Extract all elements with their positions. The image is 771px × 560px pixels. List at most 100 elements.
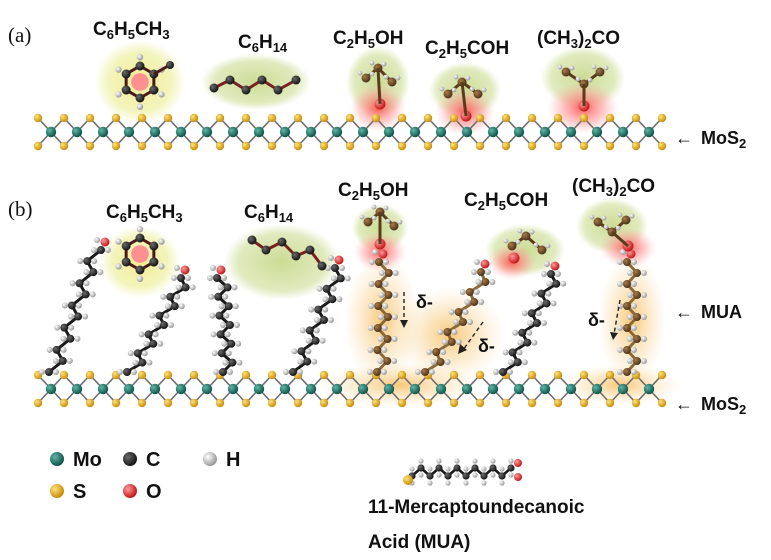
s-atom (501, 113, 511, 123)
s-atom (449, 398, 459, 408)
s-atom (553, 141, 563, 151)
mo-atom (565, 126, 577, 138)
s-atom (631, 398, 641, 408)
mos2-label-b: ←MoS2 (675, 394, 746, 417)
s-atom (423, 113, 433, 123)
mo-atom (149, 126, 161, 138)
mo-atom (409, 126, 421, 138)
s-atom (137, 398, 147, 408)
mo-atom (97, 383, 109, 395)
s-atom (111, 113, 121, 123)
legend-h-swatch (203, 452, 217, 466)
s-atom (215, 398, 225, 408)
s-atom (449, 141, 459, 151)
mo-atom (45, 126, 57, 138)
s-atom (579, 398, 589, 408)
s-atom (293, 141, 303, 151)
s-atom (501, 398, 511, 408)
legend-mo-swatch (50, 452, 64, 466)
panel-a-molecules (115, 54, 609, 122)
legend-o-swatch (123, 484, 137, 498)
s-atom (579, 141, 589, 151)
s-atom (657, 113, 667, 123)
legend-mo-label: Mo (73, 449, 102, 471)
s-atom (189, 370, 199, 380)
label-a-toluene: C6H5CH3 (93, 19, 170, 42)
s-atom (111, 398, 121, 408)
mo-atom (539, 126, 551, 138)
s-atom (657, 370, 667, 380)
s-atom (319, 141, 329, 151)
s-atom (657, 398, 667, 408)
mo-atom (123, 383, 135, 395)
mua-label: ←MUA (675, 302, 742, 322)
s-atom (111, 141, 121, 151)
mo-atom (331, 383, 343, 395)
mo-atom (513, 126, 525, 138)
mo-atom (539, 383, 551, 395)
mua-chains (39, 237, 647, 376)
mo-atom (279, 383, 291, 395)
s-atom (293, 398, 303, 408)
s-atom (137, 370, 147, 380)
s-atom (527, 398, 537, 408)
s-atom (631, 113, 641, 123)
s-atom (527, 141, 537, 151)
s-atom (241, 370, 251, 380)
legend-o-label: O (146, 481, 162, 503)
mo-atom (123, 126, 135, 138)
s-atom (371, 398, 381, 408)
s-atom (345, 398, 355, 408)
s-atom (397, 141, 407, 151)
delta-label-3: δ- (588, 310, 605, 330)
mo-atom (383, 126, 395, 138)
mo-atom (253, 126, 265, 138)
mo-atom (357, 126, 369, 138)
s-atom (397, 398, 407, 408)
s-atom (215, 141, 225, 151)
mo-atom (565, 383, 577, 395)
s-atom (345, 370, 355, 380)
legend-s-swatch (50, 484, 64, 498)
s-atom (85, 398, 95, 408)
mo-atom (617, 126, 629, 138)
s-atom (267, 398, 277, 408)
label-b-propanal: C2H5COH (464, 190, 548, 213)
s-atom (527, 113, 537, 123)
s-atom (215, 113, 225, 123)
mo-atom (461, 383, 473, 395)
mos2-lattice-b (33, 370, 667, 408)
label-b-acetone: (CH3)2CO (572, 176, 655, 199)
s-atom (241, 141, 251, 151)
s-atom (579, 370, 589, 380)
s-atom (605, 370, 615, 380)
s-atom (137, 141, 147, 151)
s-atom (553, 113, 563, 123)
mua-caption-line2: Acid (MUA) (368, 532, 470, 553)
s-atom (475, 141, 485, 151)
panel-b-label: (b) (8, 197, 33, 221)
s-atom (267, 141, 277, 151)
panel-b-molecules (115, 204, 635, 282)
s-atom (605, 113, 615, 123)
s-atom (553, 370, 563, 380)
mo-atom (227, 126, 239, 138)
label-b-hexane: C6H14 (244, 202, 294, 225)
s-atom (631, 141, 641, 151)
s-atom (475, 398, 485, 408)
mo-atom (461, 126, 473, 138)
mo-atom (97, 126, 109, 138)
s-atom (345, 113, 355, 123)
legend-c-label: C (146, 449, 160, 471)
mo-atom (617, 383, 629, 395)
mo-atom (435, 126, 447, 138)
label-a-acetone: (CH3)2CO (537, 28, 620, 51)
mo-atom (591, 383, 603, 395)
s-atom (163, 141, 173, 151)
s-atom (137, 113, 147, 123)
delta-label-2: δ- (478, 336, 495, 356)
s-atom (59, 113, 69, 123)
mo-atom (487, 126, 499, 138)
mo-atom (149, 383, 161, 395)
